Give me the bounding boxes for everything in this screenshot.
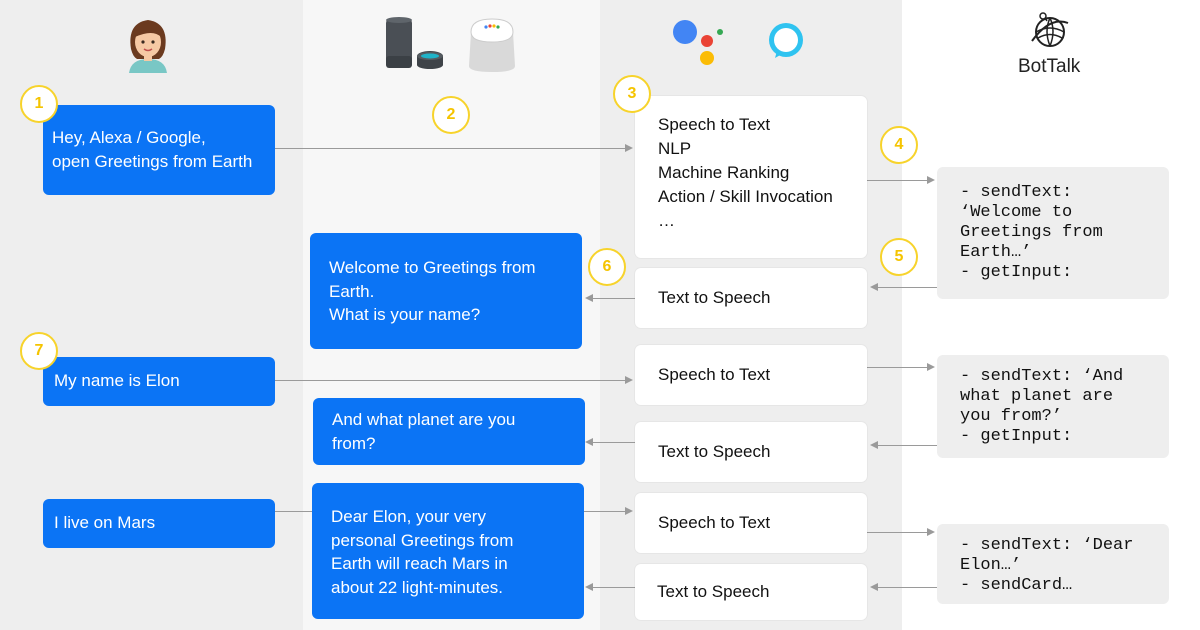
user-avatar-icon	[123, 15, 173, 73]
device-message: Welcome to Greetings from Earth. What is…	[310, 233, 582, 349]
step-number-badge: 3	[613, 75, 651, 113]
arrow-right-icon	[927, 176, 935, 184]
text-to-speech-box: Text to Speech	[635, 564, 867, 620]
connector-line	[866, 180, 927, 181]
connector-line	[593, 298, 635, 299]
text-to-speech-box: Text to Speech	[635, 268, 867, 328]
connector-line	[593, 587, 635, 588]
step-number-badge: 6	[588, 248, 626, 286]
bottalk-code-box: - sendText: ‘Dear Elon…’ - sendCard…	[937, 524, 1169, 604]
step-number-badge: 5	[880, 238, 918, 276]
step-number-badge: 2	[432, 96, 470, 134]
device-message: Dear Elon, your very personal Greetings …	[312, 483, 584, 619]
connector-line	[275, 511, 313, 512]
arrow-left-icon	[870, 441, 878, 449]
speech-to-text-box: Speech to Text	[635, 345, 867, 405]
arrow-right-icon	[625, 144, 633, 152]
alexa-icon	[767, 21, 805, 59]
pipeline-step: Action / Skill Invocation	[658, 187, 833, 206]
bottalk-brand-name: BotTalk	[1018, 56, 1081, 77]
connector-line	[866, 532, 927, 533]
arrow-left-icon	[585, 583, 593, 591]
connector-line	[866, 367, 927, 368]
bottalk-logo-icon	[1030, 11, 1070, 51]
connector-line	[878, 287, 938, 288]
connector-line	[275, 380, 625, 381]
platform-pipeline-box: Speech to Text NLP Machine Ranking Actio…	[635, 96, 867, 258]
step-number-badge: 4	[880, 126, 918, 164]
device-message: And what planet are you from?	[313, 398, 585, 465]
arrow-left-icon	[585, 294, 593, 302]
google-assistant-icon	[670, 18, 724, 66]
speech-to-text-box: Speech to Text	[635, 493, 867, 553]
arrow-left-icon	[870, 283, 878, 291]
arrow-right-icon	[625, 376, 633, 384]
pipeline-step: Speech to Text	[658, 115, 771, 134]
connector-line	[878, 445, 938, 446]
step-number-badge: 7	[20, 332, 58, 370]
pipeline-step: NLP	[658, 139, 692, 158]
user-message: I live on Mars	[43, 499, 275, 548]
arrow-right-icon	[927, 363, 935, 371]
arrow-right-icon	[625, 507, 633, 515]
bottalk-code-box: - sendText: ‘Welcome to Greetings from E…	[937, 167, 1169, 299]
smart-speaker-icons	[385, 16, 520, 74]
arrow-right-icon	[927, 528, 935, 536]
pipeline-step: Machine Ranking	[658, 163, 790, 182]
connector-line	[584, 511, 625, 512]
connector-line	[878, 587, 938, 588]
step-number-badge: 1	[20, 85, 58, 123]
connector-line	[275, 148, 625, 149]
user-message: Hey, Alexa / Google, open Greetings from…	[43, 105, 275, 195]
user-message: My name is Elon	[43, 357, 275, 406]
arrow-left-icon	[585, 438, 593, 446]
text-to-speech-box: Text to Speech	[635, 422, 867, 482]
bottalk-code-box: - sendText: ‘And what planet are you fro…	[937, 355, 1169, 458]
pipeline-step: …	[658, 211, 675, 230]
arrow-left-icon	[870, 583, 878, 591]
connector-line	[593, 442, 635, 443]
